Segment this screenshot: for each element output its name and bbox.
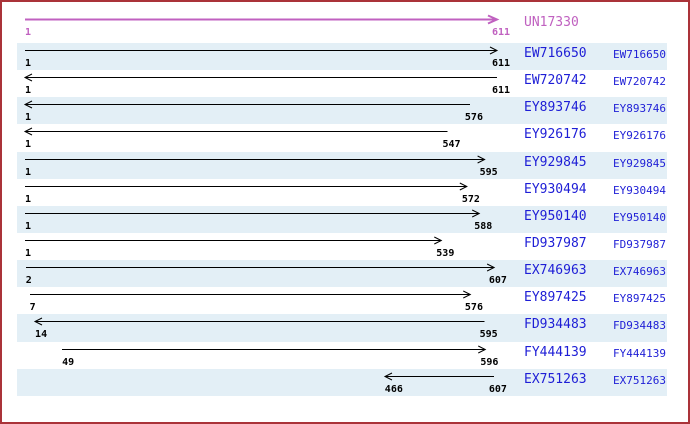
alignment-row: 466 607 EX751263 EX751263 — [2, 368, 688, 396]
start-coordinate: 1 — [25, 220, 32, 232]
end-coordinate: 607 — [488, 383, 507, 395]
start-coordinate: 14 — [35, 329, 48, 341]
start-coordinate: 49 — [62, 356, 75, 368]
end-coordinate: 588 — [474, 220, 493, 232]
alignment-arrow — [24, 236, 443, 245]
alignment-row: 7 576 EY897425 EY897425 — [2, 287, 688, 314]
start-coordinate: 1 — [25, 247, 32, 259]
accession-link[interactable]: EY929845 — [524, 154, 587, 170]
alignment-arrow — [62, 345, 487, 353]
end-coordinate: 539 — [436, 247, 455, 259]
accession-link[interactable]: FY444139 — [524, 344, 587, 360]
accession-link[interactable]: EY897425 — [524, 290, 587, 306]
start-coordinate: 1 — [25, 139, 32, 151]
accession-link-secondary[interactable]: EY930494 — [613, 183, 666, 197]
alignment-row: 1 611 EW720742 EW720742 — [2, 70, 688, 97]
accession-link-secondary[interactable]: EW716650 — [613, 48, 666, 61]
alignment-row: 1 611 EW716650 EW716650 — [2, 43, 688, 71]
alignment-row: 1 588 EY950140 EY950140 — [2, 205, 688, 233]
end-coordinate: 607 — [488, 275, 507, 287]
row-shading — [17, 43, 667, 71]
accession-link[interactable]: EW720742 — [524, 73, 587, 89]
end-coordinate: 611 — [492, 85, 511, 97]
alignment-row: 1 572 EY930494 EY930494 — [2, 179, 688, 206]
row-shading — [17, 151, 667, 179]
accession-link-secondary[interactable]: EY893746 — [613, 102, 666, 116]
alignment-arrow — [23, 100, 470, 109]
end-coordinate: 576 — [464, 112, 483, 124]
accession-link[interactable]: FD937987 — [524, 235, 587, 251]
alignment-arrow — [383, 372, 494, 381]
alignment-row: 1 547 EY926176 EY926176 — [2, 124, 688, 151]
accession-link[interactable]: EX751263 — [524, 371, 587, 387]
alignment-row: 1 576 EY893746 EY893746 — [2, 97, 688, 125]
accession-link-secondary[interactable]: FD937987 — [613, 237, 666, 251]
alignment-arrow — [33, 317, 485, 326]
start-coordinate: 1 — [25, 27, 32, 38]
accession-link[interactable]: EY930494 — [524, 181, 587, 197]
end-coordinate: 595 — [479, 329, 498, 341]
accession-link-secondary[interactable]: EY926176 — [613, 129, 666, 143]
start-coordinate: 1 — [25, 85, 32, 97]
alignment-row: 1 595 EY929845 EY929845 — [2, 151, 688, 179]
accession-link[interactable]: EX746963 — [524, 263, 587, 279]
alignment-arrow — [24, 155, 486, 164]
row-shading — [17, 314, 667, 342]
alignment-arrow — [24, 209, 481, 218]
accession-link-secondary[interactable]: EX751263 — [613, 373, 666, 387]
alignment-arrow — [23, 73, 497, 82]
accession-link-secondary[interactable]: EW720742 — [613, 75, 666, 89]
start-coordinate: 7 — [29, 302, 36, 314]
accession-link[interactable]: EY926176 — [524, 127, 587, 143]
alignment-row: 2 607 EX746963 EX746963 — [2, 260, 688, 288]
reference-row: 1 611 UN17330 — [2, 12, 688, 43]
alignment-row: 1 539 FD937987 FD937987 — [2, 233, 688, 260]
accession-link[interactable]: EY893746 — [524, 100, 587, 116]
start-coordinate: 2 — [25, 275, 32, 287]
end-coordinate: 572 — [461, 193, 480, 205]
accession-link[interactable]: FD934483 — [524, 317, 587, 333]
start-coordinate: 466 — [384, 383, 403, 395]
accession-link-secondary[interactable]: FY444139 — [613, 346, 666, 360]
reference-arrow — [25, 14, 500, 25]
start-coordinate: 1 — [25, 166, 32, 178]
accession-link-secondary[interactable]: EX746963 — [613, 265, 666, 279]
accession-link-secondary[interactable]: FD934483 — [613, 319, 666, 333]
row-shading — [17, 368, 667, 396]
alignment-arrow — [24, 182, 468, 191]
alignment-row: 49 596 FY444139 FY444139 — [2, 342, 688, 369]
reference-name: UN17330 — [524, 15, 579, 30]
accession-link-secondary[interactable]: EY897425 — [613, 292, 666, 306]
end-coordinate: 611 — [492, 58, 511, 69]
row-shading — [17, 260, 667, 288]
alignment-arrow — [29, 290, 472, 299]
accession-link-secondary[interactable]: EY950140 — [613, 210, 666, 224]
end-coordinate: 576 — [464, 302, 483, 314]
row-shading — [17, 97, 667, 125]
end-coordinate: 595 — [479, 166, 498, 178]
alignment-row: 14 595 FD934483 FD934483 — [2, 314, 688, 342]
row-shading — [17, 205, 667, 233]
alignment-arrow — [25, 263, 496, 272]
alignment-arrow — [25, 46, 499, 55]
start-coordinate: 1 — [25, 193, 32, 205]
start-coordinate: 1 — [25, 58, 32, 69]
alignment-arrow — [23, 127, 448, 136]
end-coordinate: 547 — [442, 139, 461, 151]
end-coordinate: 596 — [480, 356, 499, 368]
accession-link[interactable]: EW716650 — [524, 46, 587, 61]
start-coordinate: 1 — [25, 112, 32, 124]
end-coordinate: 611 — [492, 27, 511, 38]
accession-link-secondary[interactable]: EY929845 — [613, 156, 666, 170]
accession-link[interactable]: EY950140 — [524, 208, 587, 224]
